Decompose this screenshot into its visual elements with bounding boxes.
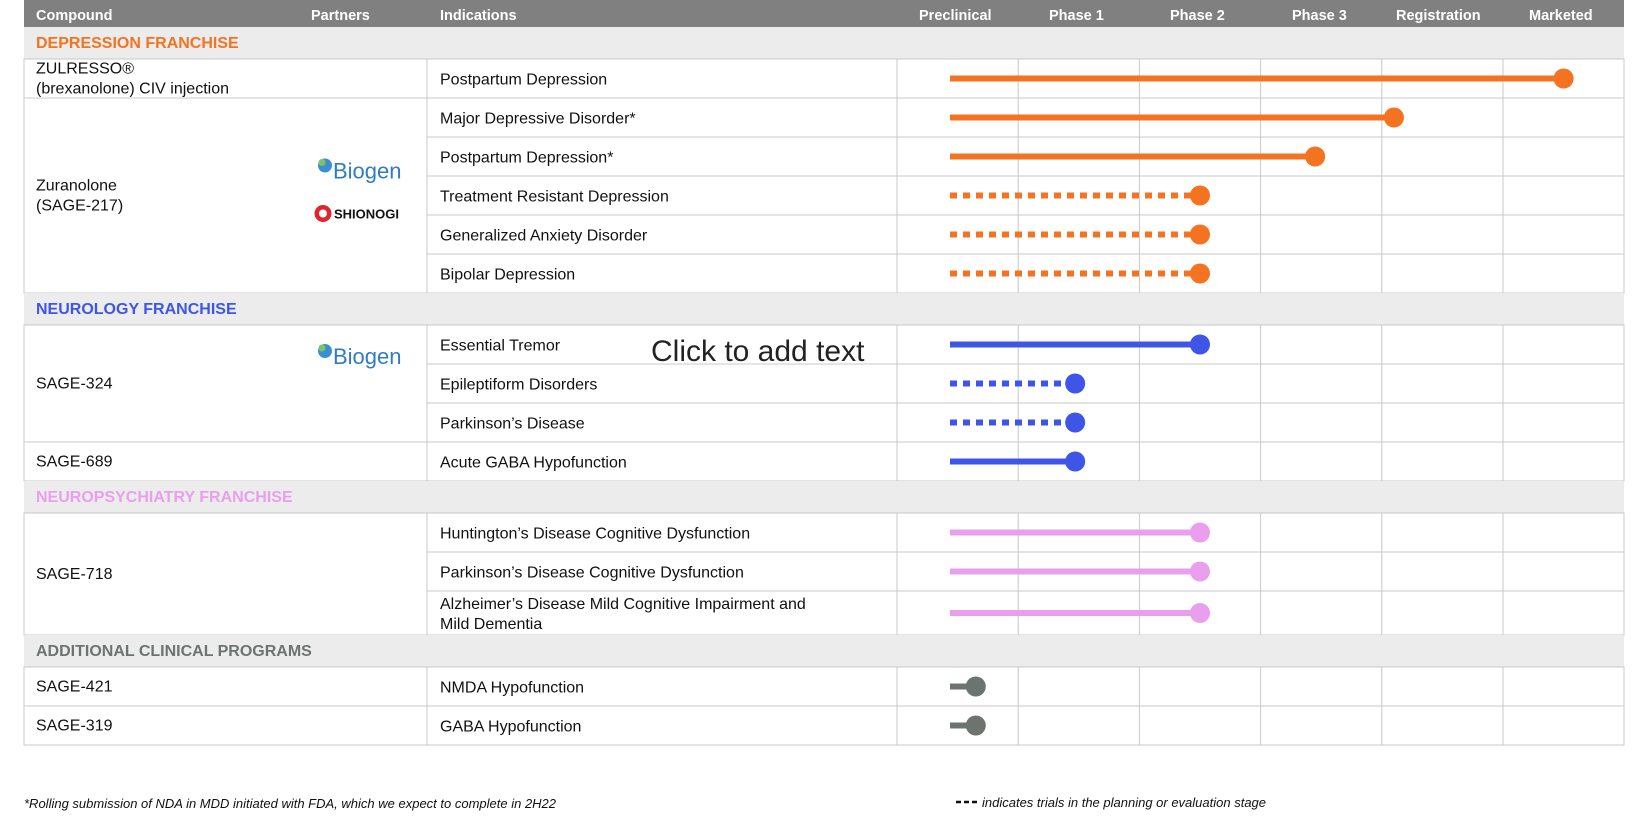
- indication-label: Major Depressive Disorder*: [440, 111, 636, 128]
- progress-marker: [1065, 373, 1086, 394]
- column-header-compound: Compound: [36, 8, 113, 24]
- column-header-marketed: Marketed: [1529, 8, 1593, 24]
- indication-label: Epileptiform Disorders: [440, 377, 597, 394]
- indication-label: Acute GABA Hypofunction: [440, 455, 627, 472]
- progress-marker: [1383, 107, 1404, 128]
- section-title: NEUROPSYCHIATRY FRANCHISE: [36, 489, 293, 506]
- section-title: DEPRESSION FRANCHISE: [36, 35, 239, 52]
- compound-name: (SAGE-217): [36, 198, 123, 215]
- indication-label: Essential Tremor: [440, 338, 561, 355]
- placeholder-text: Click to add text: [651, 335, 865, 368]
- progress-marker: [1190, 603, 1210, 623]
- footnote: *Rolling submission of NDA in MDD initia…: [24, 796, 557, 811]
- indication-label: Bipolar Depression: [440, 267, 575, 284]
- progress-marker: [1553, 68, 1574, 89]
- progress-marker: [1190, 561, 1210, 582]
- indication-label: Parkinson’s Disease Cognitive Dysfunctio…: [440, 565, 744, 582]
- compound-name: ZULRESSO®: [36, 61, 134, 78]
- indication-label: NMDA Hypofunction: [440, 680, 584, 697]
- compound-name: (brexanolone) CIV injection: [36, 81, 229, 98]
- dash-legend-label: indicates trials in the planning or eval…: [982, 795, 1266, 810]
- section-title: ADDITIONAL CLINICAL PROGRAMS: [36, 643, 312, 660]
- compound-name: SAGE-319: [36, 718, 113, 735]
- progress-marker: [1190, 224, 1210, 245]
- progress-marker: [1190, 522, 1210, 543]
- partner-logo-shionogi: SHIONOGI: [334, 207, 399, 222]
- compound-block: [23, 97, 1625, 294]
- compound-name: SAGE-689: [36, 454, 113, 471]
- section-band: [24, 27, 1624, 59]
- progress-marker: [1190, 263, 1210, 284]
- column-header-partners: Partners: [311, 8, 370, 24]
- progress-marker: [965, 676, 986, 697]
- indication-label: Mild Dementia: [440, 616, 542, 633]
- partner-logo-biogen: Biogen: [333, 344, 402, 369]
- progress-marker: [1305, 146, 1326, 167]
- biogen-logo-icon: [318, 344, 326, 352]
- compound-name: SAGE-324: [36, 376, 113, 393]
- compound-block: [23, 324, 1625, 443]
- column-header-indications: Indications: [440, 8, 517, 24]
- indication-label: Postpartum Depression: [440, 72, 607, 89]
- indication-label: Generalized Anxiety Disorder: [440, 228, 648, 245]
- compound-block: [23, 441, 1625, 482]
- indication-label: Treatment Resistant Depression: [440, 189, 669, 206]
- section-band: [24, 481, 1624, 513]
- column-header-registration: Registration: [1396, 8, 1481, 24]
- indication-label: Parkinson’s Disease: [440, 416, 585, 433]
- compound-name: SAGE-718: [36, 566, 113, 583]
- column-header-phase-1: Phase 1: [1049, 8, 1104, 24]
- compound-name: Zuranolone: [36, 178, 117, 195]
- section-band: [24, 635, 1624, 667]
- indication-label: Postpartum Depression*: [440, 150, 613, 167]
- header-bar: [24, 0, 1624, 27]
- compound-block: [23, 705, 1625, 746]
- column-header-preclinical: Preclinical: [919, 8, 992, 24]
- progress-marker: [1065, 451, 1086, 472]
- section-title: NEUROLOGY FRANCHISE: [36, 301, 237, 318]
- indication-label: Alzheimer’s Disease Mild Cognitive Impai…: [440, 596, 806, 613]
- section-band: [24, 293, 1624, 325]
- compound-name: SAGE-421: [36, 679, 113, 696]
- shionogi-logo-icon: [319, 209, 327, 218]
- biogen-logo-icon: [318, 159, 326, 166]
- compound-block: [23, 512, 1625, 636]
- progress-marker: [1190, 185, 1210, 206]
- indication-label: GABA Hypofunction: [440, 719, 581, 736]
- progress-marker: [965, 715, 986, 736]
- column-header-phase-3: Phase 3: [1292, 8, 1347, 24]
- indication-label: Huntington’s Disease Cognitive Dysfuncti…: [440, 526, 750, 543]
- column-header-phase-2: Phase 2: [1170, 8, 1225, 24]
- progress-marker: [1065, 412, 1086, 433]
- compound-block: [23, 666, 1625, 707]
- progress-marker: [1190, 334, 1210, 355]
- partner-logo-biogen: Biogen: [333, 159, 402, 184]
